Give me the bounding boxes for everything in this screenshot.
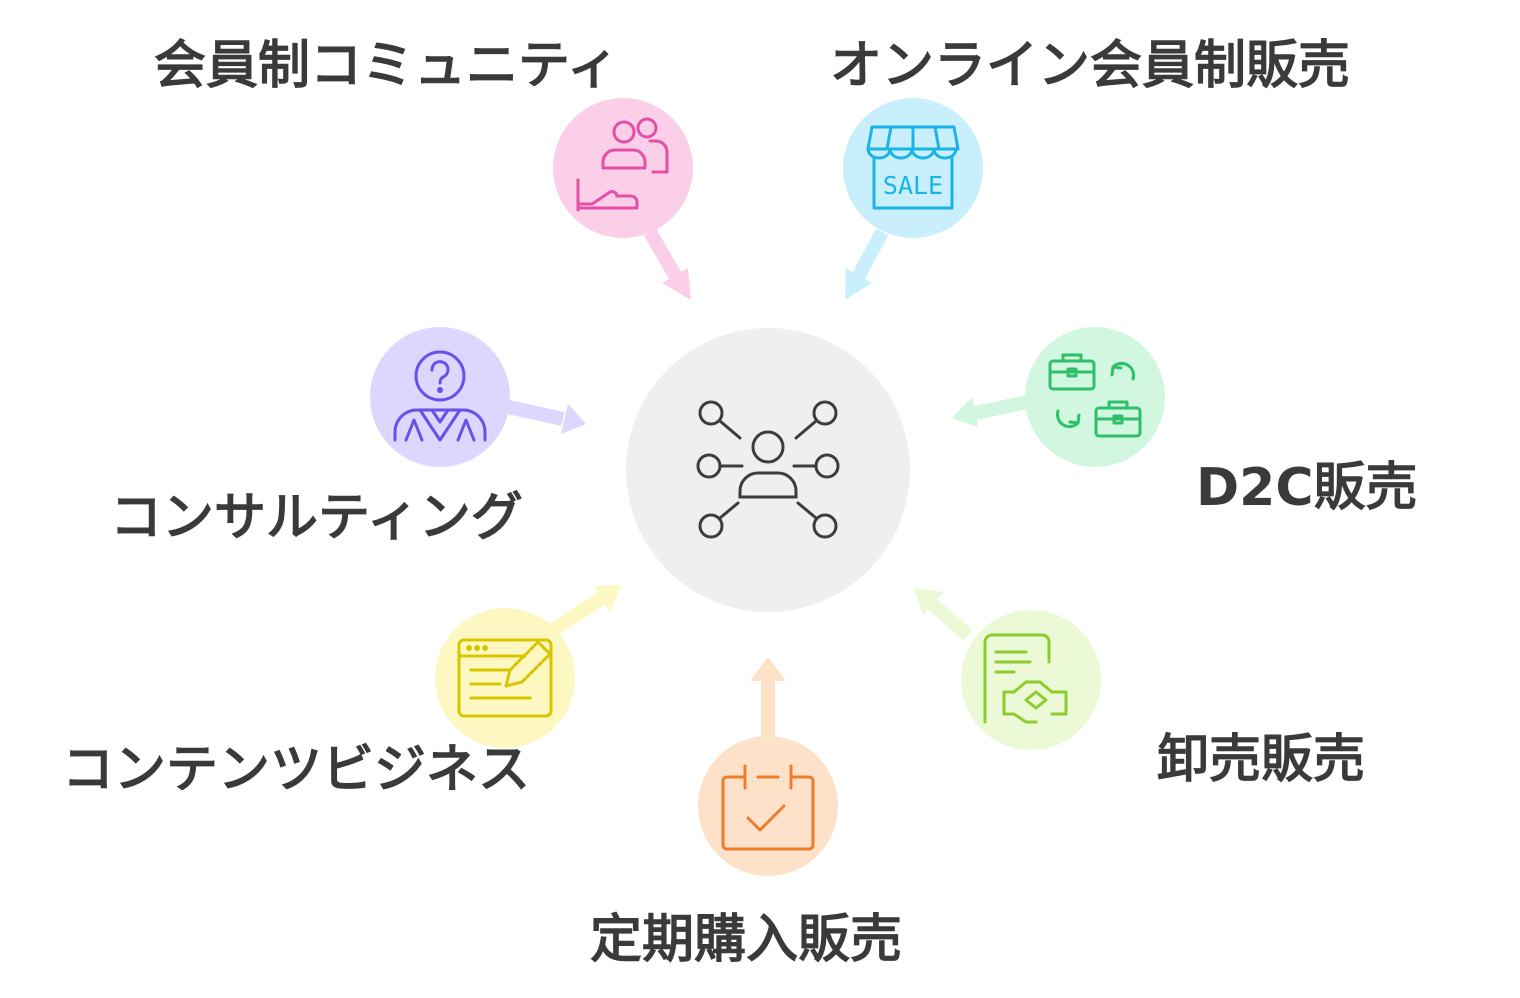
briefcase-exchange-icon — [1048, 353, 1142, 438]
label-content-business: コンテンツビジネス — [62, 740, 531, 800]
node-consulting — [370, 327, 510, 467]
arrow-online-membership-sales — [845, 228, 889, 300]
node-subscription-sales — [698, 736, 838, 876]
label-d2c-sales: D2C販売 — [1196, 458, 1418, 518]
label-subscription-sales: 定期購入販売 — [590, 910, 903, 970]
arrow-membership-community — [643, 228, 691, 300]
label-consulting: コンサルティング — [110, 488, 523, 548]
label-wholesale-sales: 卸売販売 — [1157, 730, 1366, 790]
node-wholesale-sales — [961, 610, 1101, 750]
consultant-question-icon — [393, 350, 487, 442]
contract-handshake-icon — [983, 633, 1068, 724]
node-d2c-sales — [1025, 327, 1165, 467]
browser-edit-icon — [457, 638, 553, 718]
calendar-check-icon — [721, 764, 815, 851]
network-person-icon — [696, 400, 840, 539]
svg-text:SALE: SALE — [883, 171, 943, 200]
arrow-d2c-sales — [952, 395, 1030, 427]
arrow-content-business — [549, 585, 621, 636]
node-online-membership-sales: SALE — [843, 98, 983, 238]
node-membership-community — [553, 98, 693, 238]
node-content-business — [435, 608, 575, 748]
arrow-subscription-sales — [750, 657, 786, 736]
label-membership-community: 会員制コミュニティ — [154, 36, 619, 96]
arrow-wholesale-sales — [914, 588, 973, 641]
group-hand-icon — [576, 117, 669, 212]
label-online-membership-sales: オンライン会員制販売 — [830, 36, 1351, 96]
center-node — [626, 328, 910, 612]
arrow-consulting — [506, 400, 586, 434]
sale-storefront-icon: SALE — [866, 125, 960, 210]
